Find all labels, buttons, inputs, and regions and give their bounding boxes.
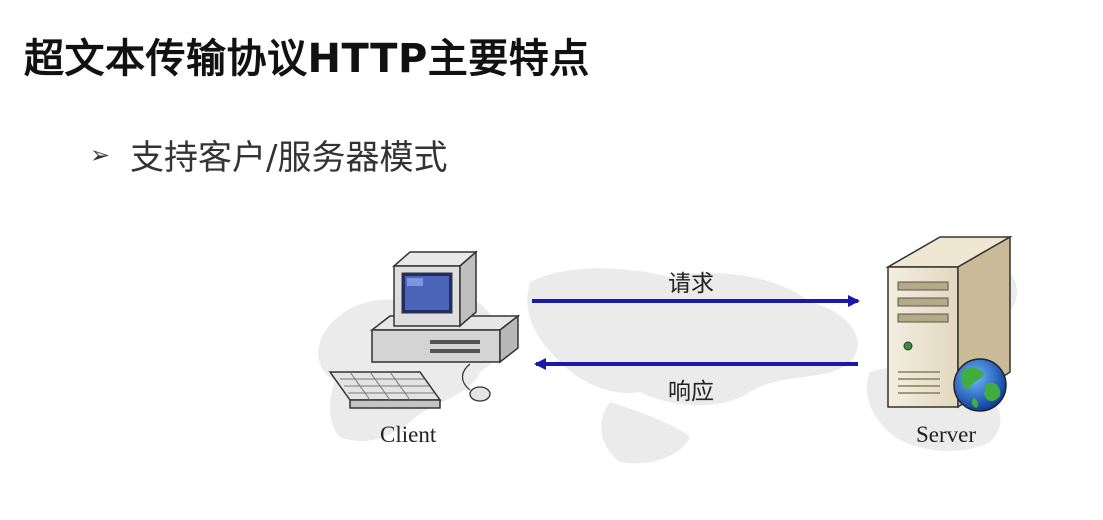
page-title: 超文本传输协议HTTP主要特点: [24, 36, 590, 82]
response-label: 响应: [668, 379, 714, 404]
client-computer-icon: [328, 250, 521, 409]
request-label: 请求: [668, 271, 714, 296]
server-label: Server: [916, 422, 977, 447]
client-server-diagram: 请求 响应 Client Server: [310, 222, 1030, 472]
bullet-item: ➢ 支持客户/服务器模式: [90, 130, 447, 179]
globe-icon: [953, 358, 1007, 412]
client-label: Client: [380, 422, 437, 447]
diagram-canvas: [318, 235, 1018, 464]
bullet-text: 支持客户/服务器模式: [130, 138, 448, 178]
arrow-bullet-icon: ➢: [90, 140, 111, 169]
